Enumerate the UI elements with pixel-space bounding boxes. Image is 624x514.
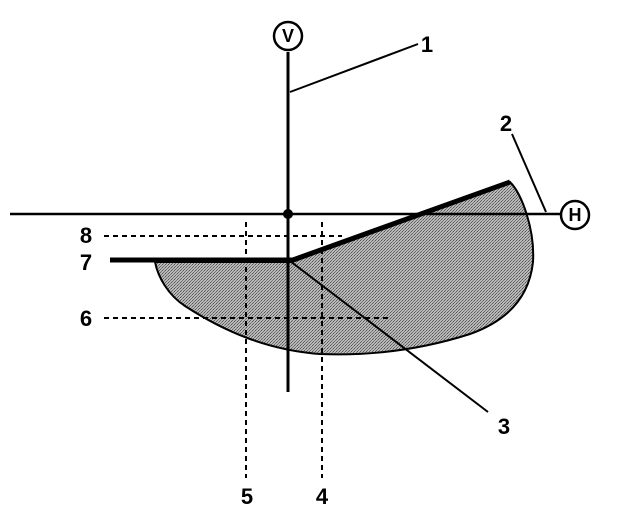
callout-5: 5 (241, 484, 253, 509)
horizontal-axis-label: H (569, 205, 582, 225)
leader-line-2 (511, 133, 547, 213)
leader-line-1 (289, 43, 419, 93)
vertical-axis-badge: V (272, 20, 304, 52)
horizontal-axis-badge: H (559, 199, 591, 231)
axis-intersection-point (283, 209, 293, 219)
callout-3: 3 (498, 414, 510, 439)
callout-1: 1 (421, 32, 433, 57)
callout-4: 4 (316, 484, 329, 509)
shaded-region (153, 180, 535, 356)
inclined-edge-line (289, 179, 511, 264)
callout-7: 7 (80, 250, 92, 275)
vertical-axis-label: V (282, 26, 294, 46)
callout-8: 8 (80, 223, 92, 248)
callout-2: 2 (500, 111, 512, 136)
callout-6: 6 (80, 306, 92, 331)
